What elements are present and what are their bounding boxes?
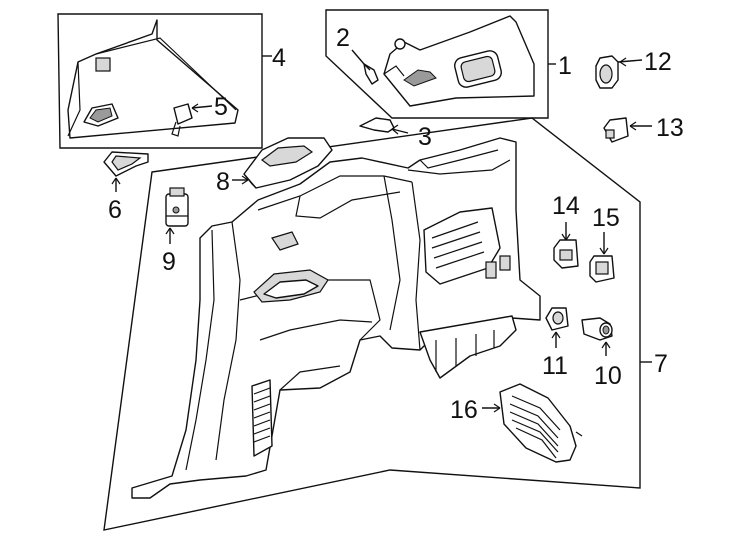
callout-16: 16 xyxy=(450,396,478,424)
part-5-clip xyxy=(171,103,193,137)
callout-13: 13 xyxy=(656,114,684,142)
callout-5: 5 xyxy=(214,93,228,121)
group-7-box xyxy=(103,117,641,531)
callout-4: 4 xyxy=(272,44,286,72)
part-16-vent-grille xyxy=(499,383,583,463)
part-8-bezel xyxy=(243,137,333,189)
callout-7: 7 xyxy=(654,350,668,378)
callout-10: 10 xyxy=(594,362,622,390)
group-1-box xyxy=(325,9,549,119)
callout-labels: 1 2 3 4 5 6 7 8 9 10 11 12 13 14 15 16 xyxy=(108,24,684,424)
callout-1: 1 xyxy=(558,52,572,80)
part-9-bottle xyxy=(165,187,189,227)
callout-15: 15 xyxy=(592,204,620,232)
group-4-box xyxy=(57,13,263,149)
part-2-clip xyxy=(363,63,379,85)
part-15-bezel xyxy=(589,255,615,283)
callout-12: 12 xyxy=(644,48,672,76)
callout-2: 2 xyxy=(336,24,350,52)
callout-14: 14 xyxy=(552,192,580,220)
leader-lines xyxy=(111,49,652,413)
part-13-clip xyxy=(603,117,629,143)
callout-9: 9 xyxy=(162,248,176,276)
callout-8: 8 xyxy=(216,168,230,196)
part-3-trim-piece xyxy=(359,117,395,133)
callout-6: 6 xyxy=(108,196,122,224)
part-10-outlet xyxy=(581,317,613,341)
callout-11: 11 xyxy=(542,352,568,380)
part-11-socket xyxy=(545,307,569,331)
callout-3: 3 xyxy=(418,123,432,151)
part-12-grommet xyxy=(595,55,619,89)
part-14-switch xyxy=(553,239,579,269)
part-7-quarter-trim xyxy=(131,137,541,499)
